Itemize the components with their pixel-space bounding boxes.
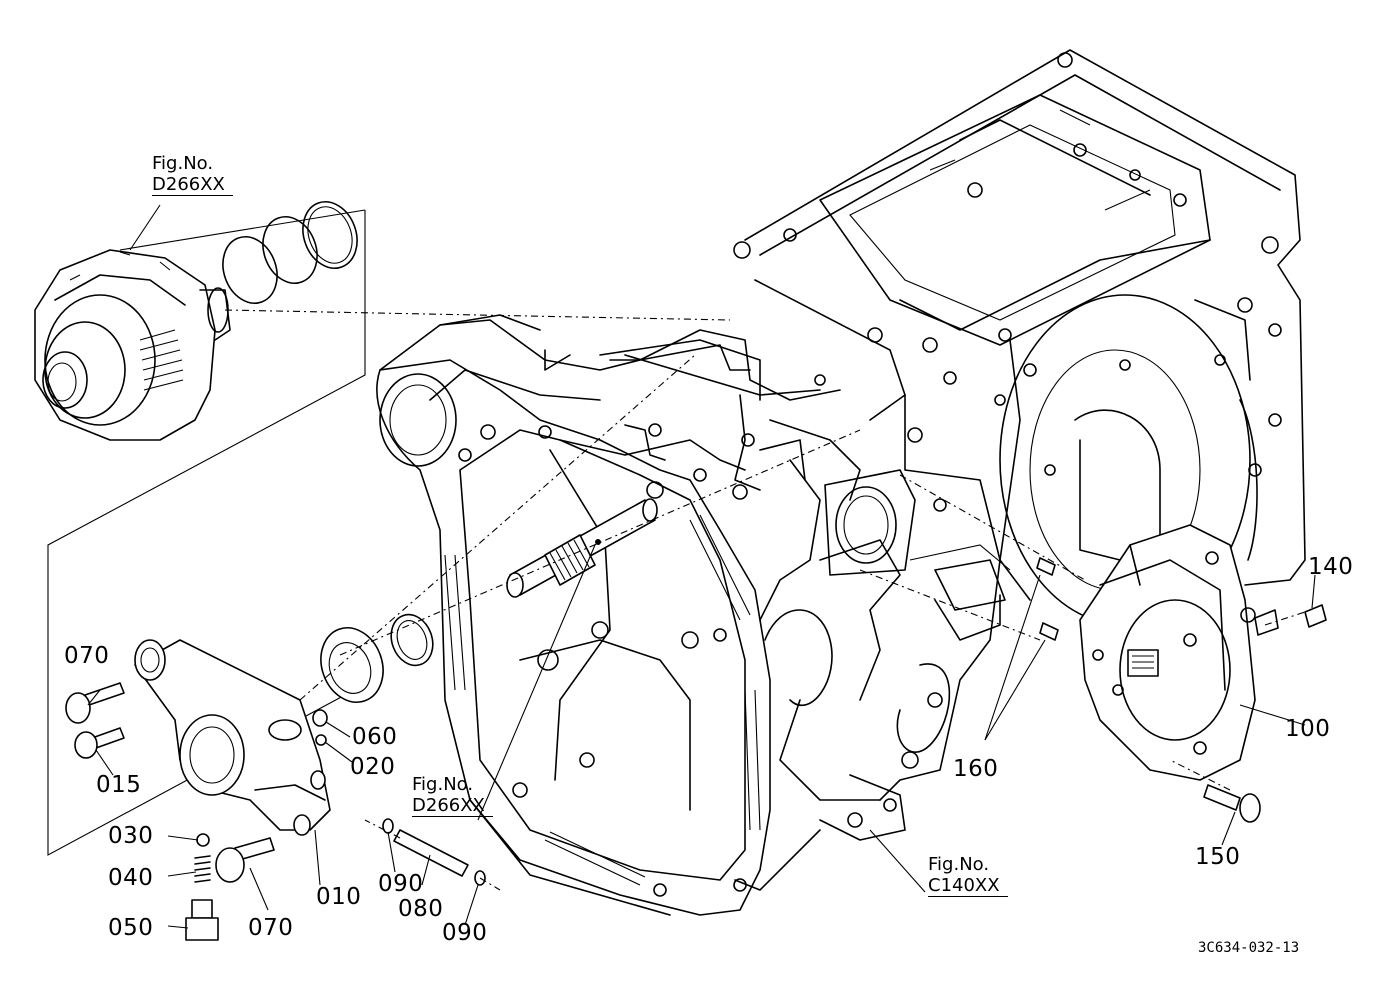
part-label-050: 050 [108,915,154,941]
leader-lines [87,204,1316,929]
dowel-pins-160 [1036,557,1059,641]
bolt-070-upper [65,682,125,724]
front-housing [376,314,841,916]
fig-ref-middle-label: Fig.No. [412,774,474,795]
part-label-060: 060 [352,724,398,750]
fig-ref-middle-code: D266XX [412,795,493,818]
setscrew-020 [315,734,327,746]
part-label-140: 140 [1308,554,1354,580]
bolt-140 [1304,604,1327,628]
input-shaft [506,498,658,598]
part-label-080: 080 [398,896,444,922]
part-label-030: 030 [108,823,154,849]
oring-090-a [382,818,394,834]
bolt-150 [1203,784,1261,823]
part-label-010: 010 [316,884,362,910]
assembly-frame [47,209,366,856]
snap-rings [222,201,358,304]
fig-ref-top-code: D266XX [152,174,233,197]
bolt-070-lower [215,837,275,883]
fig-ref-top: Fig.No. D266XX [152,153,233,197]
plug-050 [185,899,219,941]
part-label-100: 100 [1285,716,1331,742]
document-id: 3C634-032-13 [1198,940,1300,956]
part-label-070-upper: 070 [64,643,110,669]
fig-ref-bottom-code: C140XX [928,875,1008,898]
fig-ref-bottom: Fig.No. C140XX [928,854,1008,898]
fig-ref-middle: Fig.No. D266XX [412,774,493,818]
oring-060 [312,709,328,727]
ball-030 [196,833,210,847]
bearing [320,613,434,703]
part-label-020: 020 [350,754,396,780]
part-label-040: 040 [108,865,154,891]
center-lines [224,309,1306,891]
shift-lever [134,639,331,836]
pin-080 [393,829,469,877]
spring-040 [194,855,211,883]
clutch-pack [34,249,231,441]
part-label-090-upper: 090 [378,871,424,897]
bolt-015 [74,727,125,759]
part-label-070-lower: 070 [248,915,294,941]
pump-100 [1079,524,1279,781]
part-label-090-lower: 090 [442,920,488,946]
fig-ref-bottom-label: Fig.No. [928,854,990,875]
part-label-160: 160 [953,756,999,782]
part-label-150: 150 [1195,844,1241,870]
part-label-015: 015 [96,772,142,798]
fig-ref-top-label: Fig.No. [152,153,214,174]
